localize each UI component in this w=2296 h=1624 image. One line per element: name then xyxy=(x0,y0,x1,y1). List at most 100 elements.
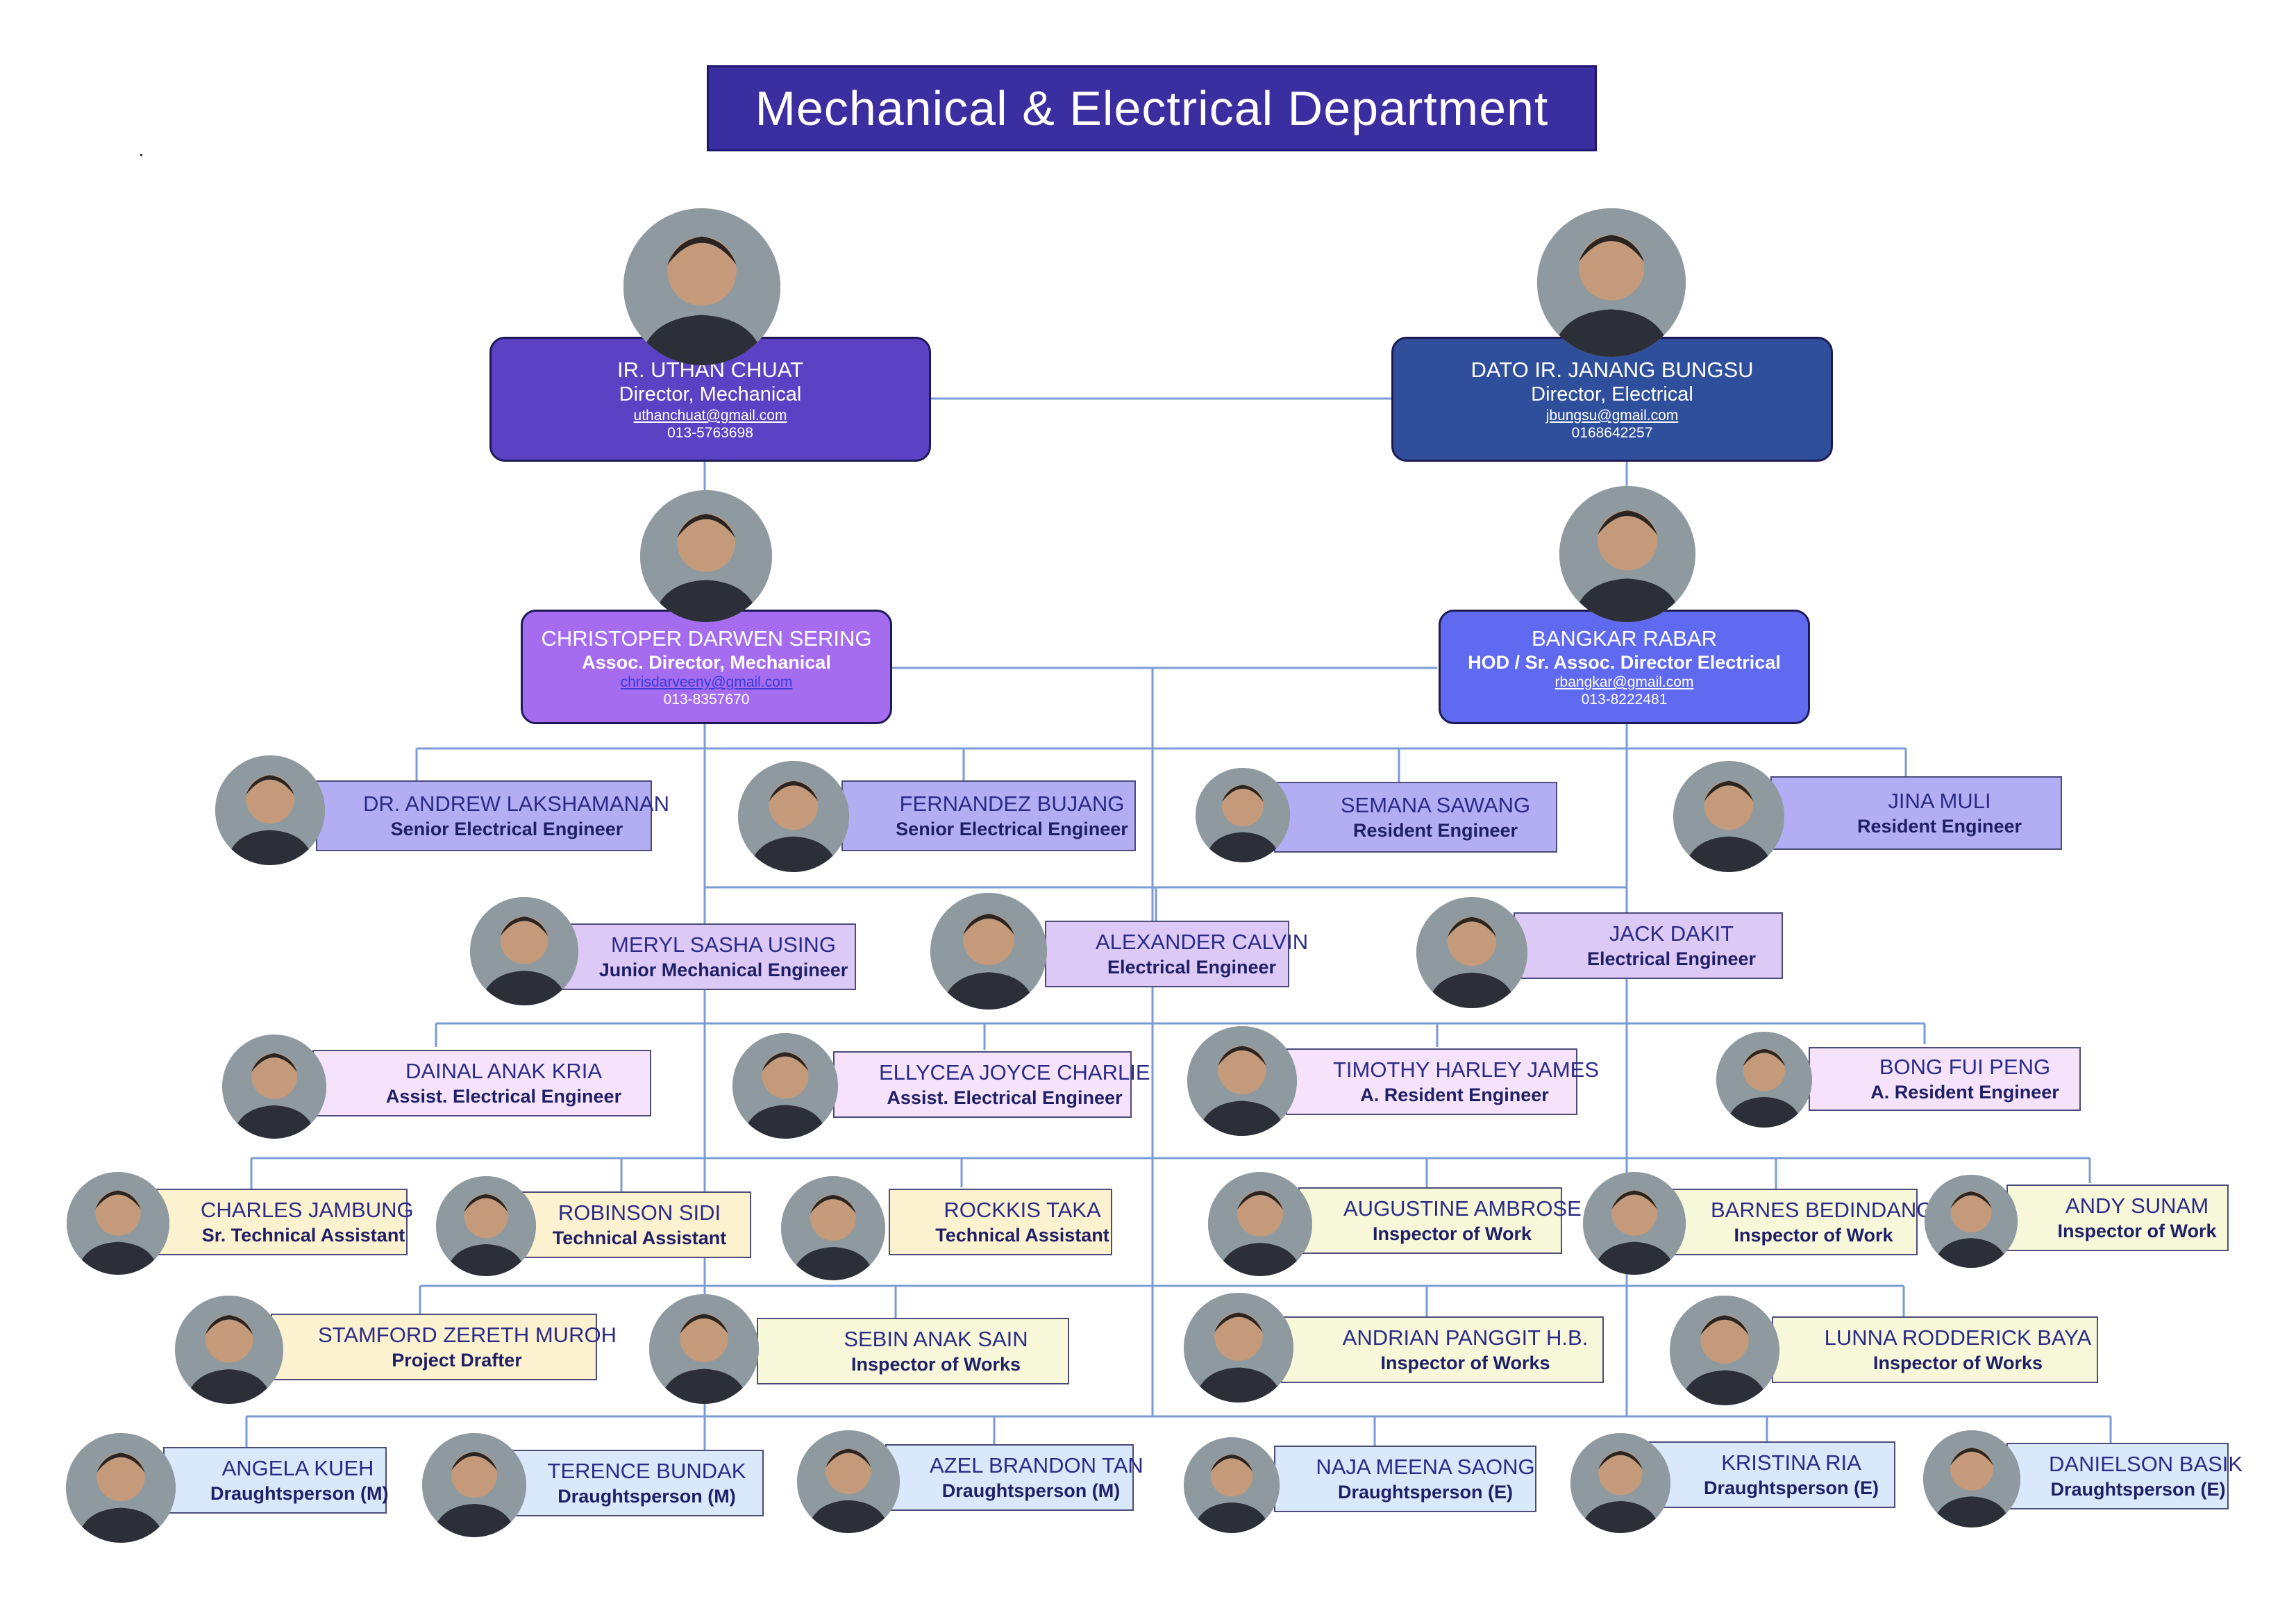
person-position: Project Drafter xyxy=(392,1349,522,1371)
person-name: TIMOTHY HARLEY JAMES xyxy=(1333,1057,1599,1082)
person-name: DR. ANDREW LAKSHAMANAN xyxy=(363,791,669,816)
person-name: ALEXANDER CALVIN xyxy=(1096,929,1309,954)
person-position: Electrical Engineer xyxy=(1586,948,1757,969)
staff-photo xyxy=(1583,1172,1686,1275)
person-position: Draughtsperson (E) xyxy=(1337,1481,1514,1502)
person-name: AUGUSTINE AMBROSE xyxy=(1343,1196,1582,1221)
person-position: Inspector of Work xyxy=(1372,1223,1532,1244)
staff-photo xyxy=(1187,1026,1297,1136)
person-phone: 013-5763698 xyxy=(667,424,753,441)
stray-dot xyxy=(140,154,142,156)
person-name: DAINAL ANAK KRIA xyxy=(405,1058,603,1083)
person-position: Assist. Electrical Engineer xyxy=(887,1087,1123,1108)
person-name: LUNNA RODDERICK BAYA xyxy=(1824,1325,2092,1350)
director-mechanical-photo xyxy=(623,208,780,365)
person-position: Assoc. Director, Mechanical xyxy=(582,651,831,673)
director-electrical-photo xyxy=(1537,208,1686,357)
person-name: ANDRIAN PANGGIT H.B. xyxy=(1342,1325,1589,1350)
person-position: Draughtsperson (M) xyxy=(210,1482,389,1504)
person-name: DATO IR. JANANG BUNGSU xyxy=(1470,357,1754,382)
staff-photo xyxy=(422,1433,526,1537)
person-position: Electrical Engineer xyxy=(1107,956,1277,978)
person-position: HOD / Sr. Assoc. Director Electrical xyxy=(1468,651,1781,673)
staff-photo xyxy=(738,761,849,872)
person-email[interactable]: jbungsu@gmail.com xyxy=(1545,407,1679,424)
staff-photo xyxy=(649,1294,759,1404)
person-email[interactable]: uthanchuat@gmail.com xyxy=(633,407,787,424)
person-name: STAMFORD ZERETH MUROH xyxy=(318,1322,617,1347)
staff-photo xyxy=(1925,1175,2018,1268)
staff-photo xyxy=(1923,1430,2020,1527)
staff-photo xyxy=(1184,1293,1293,1403)
person-name: BARNES BEDINDANG xyxy=(1711,1197,1934,1222)
person-position: Director, Mechanical xyxy=(619,383,802,405)
person-position: Senior Electrical Engineer xyxy=(390,818,623,839)
person-position: Director, Electrical xyxy=(1531,383,1693,405)
person-name: TERENCE BUNDAK xyxy=(547,1458,746,1483)
person-position: Draughtsperson (M) xyxy=(558,1485,736,1507)
person-position: Assist. Electrical Engineer xyxy=(385,1085,622,1107)
staff-photo xyxy=(1570,1433,1670,1533)
person-name: JINA MULI xyxy=(1888,788,1991,813)
hod-electrical-card: BANGKAR RABAR HOD / Sr. Assoc. Director … xyxy=(1439,610,1810,724)
staff-photo xyxy=(781,1176,885,1280)
person-name: BONG FUI PENG xyxy=(1879,1054,2051,1079)
page-title: Mechanical & Electrical Department xyxy=(707,65,1597,151)
staff-photo xyxy=(1716,1032,1812,1128)
staff-photo xyxy=(1196,768,1290,862)
person-name: SEMANA SAWANG xyxy=(1340,792,1531,817)
staff-photo xyxy=(215,755,325,865)
person-position: Draughtsperson (E) xyxy=(2050,1478,2226,1500)
person-email[interactable]: rbangkar@gmail.com xyxy=(1555,674,1694,691)
staff-photo xyxy=(175,1296,283,1404)
assoc-director-mechanical-photo xyxy=(640,490,772,622)
person-position: Draughtsperson (E) xyxy=(1703,1477,1879,1498)
person-position: Draughtsperson (M) xyxy=(941,1480,1121,1501)
person-email[interactable]: chrisdarveeny@gmail.com xyxy=(620,674,793,691)
person-name: FERNANDEZ BUJANG xyxy=(899,791,1125,816)
staff-photo xyxy=(797,1430,900,1533)
person-name: ELLYCEA JOYCE CHARLIE xyxy=(879,1060,1150,1085)
person-name: JACK DAKIT xyxy=(1609,921,1734,946)
person-name: ANDY SUNAM xyxy=(2065,1193,2209,1218)
person-position: A. Resident Engineer xyxy=(1870,1081,2059,1103)
staff-photo xyxy=(222,1035,326,1139)
person-name: ROBINSON SIDI xyxy=(558,1200,721,1225)
person-position: Inspector of Works xyxy=(850,1353,1021,1375)
staff-card: ANDRIAN PANGGIT H.B.Inspector of Works xyxy=(1281,1316,1604,1383)
person-phone: 0168642257 xyxy=(1571,424,1653,441)
hod-electrical-photo xyxy=(1559,486,1695,622)
director-electrical-card: DATO IR. JANANG BUNGSU Director, Electri… xyxy=(1391,337,1833,462)
staff-photo xyxy=(1670,1296,1779,1405)
staff-photo xyxy=(1416,897,1527,1008)
person-name: NAJA MEENA SAONG xyxy=(1316,1454,1535,1479)
person-position: Inspector of Work xyxy=(1734,1224,1893,1246)
person-position: Inspector of Work xyxy=(2057,1220,2217,1241)
person-position: Inspector of Works xyxy=(1872,1352,2043,1373)
person-position: Technical Assistant xyxy=(935,1224,1109,1246)
person-position: Resident Engineer xyxy=(1352,819,1518,841)
person-position: Resident Engineer xyxy=(1857,815,2022,837)
